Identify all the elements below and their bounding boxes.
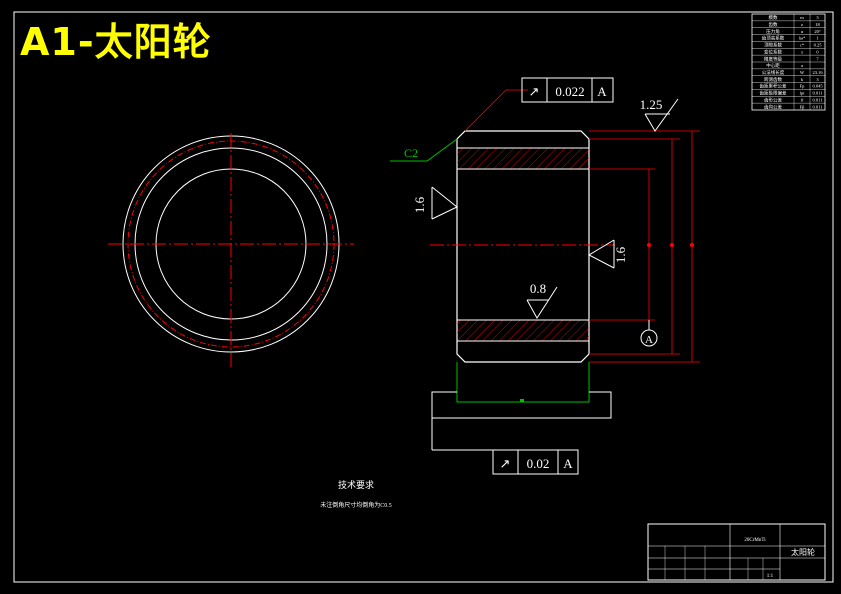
fixture-outline xyxy=(431,391,612,419)
runout-symbol-bottom: ↗ xyxy=(500,456,511,471)
param-cell: ha* xyxy=(799,36,806,41)
param-cell: fpt xyxy=(800,91,806,96)
notes-body: 未注倒角尺寸均倒角为C0.5 xyxy=(320,501,392,509)
param-cell: 0.011 xyxy=(813,91,823,96)
param-cell: a xyxy=(801,63,803,68)
drawing-title: A1-太阳轮 xyxy=(20,20,212,64)
title-block: 20CrMnTi 1:1 太阳轮 xyxy=(647,523,826,581)
param-cell: 1 xyxy=(816,36,818,41)
param-cell: 0.011 xyxy=(813,97,823,102)
datum-marker: A xyxy=(640,320,658,347)
param-cell: Fp xyxy=(800,84,806,89)
section-view xyxy=(430,130,615,451)
chamfer-label: C2 xyxy=(404,146,418,160)
dimension-lines xyxy=(589,130,700,363)
scale-label: 1:1 xyxy=(767,574,774,579)
runout-bottom-datum: A xyxy=(563,456,573,471)
parameter-table: 模数 m 3 齿数 z 18 压力角 α 20° 齿顶高系数 ha* 1 顶隙系数 c* 0.25 变位系数 x… xyxy=(751,13,826,111)
param-cell: 压力角 xyxy=(766,28,780,35)
param-cell: 齿顶高系数 xyxy=(762,35,785,42)
param-cell: 齿数 xyxy=(769,21,778,28)
param-cell: 顶隙系数 xyxy=(764,42,782,49)
param-cell: 齿向公差 xyxy=(764,103,782,110)
roughness-left-value: 1.6 xyxy=(412,196,427,213)
param-cell: z xyxy=(801,22,803,27)
param-cell: 模数 xyxy=(769,14,778,21)
param-cell: 0.25 xyxy=(814,43,823,48)
param-cell: c* xyxy=(800,43,805,48)
param-cell: 中心距 xyxy=(766,62,780,69)
param-cell: α xyxy=(801,29,804,34)
roughness-right: 1.6 xyxy=(587,239,628,269)
part-name: 太阳轮 xyxy=(791,547,815,557)
bottom-hatch xyxy=(457,320,589,341)
param-cell: 跨测齿数 xyxy=(764,76,782,83)
param-cell: k xyxy=(801,77,804,82)
roughness-top-value: 1.25 xyxy=(640,97,663,112)
roughness-right-value: 1.6 xyxy=(613,246,628,263)
param-cell: ff xyxy=(801,97,804,102)
notes-heading: 技术要求 xyxy=(338,479,374,490)
runout-bottom-value: 0.02 xyxy=(527,456,550,471)
runout-top-value: 0.022 xyxy=(555,84,584,99)
param-cell: 精度等级 xyxy=(764,55,782,62)
param-cell: 0.011 xyxy=(813,104,823,109)
roughness-bore-value: 0.8 xyxy=(530,281,546,296)
param-cell: 18 xyxy=(815,22,820,27)
mandrel-inner xyxy=(456,362,590,403)
top-hatch xyxy=(457,148,589,169)
drawing-frame xyxy=(13,11,834,583)
param-cell: 23.16 xyxy=(812,70,823,75)
gear-outline xyxy=(456,130,590,363)
param-cell: 齿距极限偏差 xyxy=(760,90,787,97)
param-cell: m xyxy=(800,15,804,20)
runout-frame-bottom: ↗ 0.02 A xyxy=(492,449,579,475)
param-cell: 7 xyxy=(816,56,819,61)
param-cell: 变位系数 xyxy=(764,48,782,55)
material-label: 20CrMnTi xyxy=(744,538,766,543)
param-cell: Fβ xyxy=(800,104,806,109)
param-cell: 0 xyxy=(816,49,819,54)
param-cell: x xyxy=(801,49,804,54)
param-cell: 3 xyxy=(816,15,819,20)
param-cell: 齿距累积公差 xyxy=(760,83,787,90)
param-cell: 3 xyxy=(816,77,819,82)
param-cell: 齿形公差 xyxy=(764,96,782,103)
roughness-left: 1.6 xyxy=(412,186,458,220)
param-cell: 公法线长度 xyxy=(762,69,785,76)
runout-frame-top: ↗ 0.022 A xyxy=(464,77,614,132)
param-cell: 0.045 xyxy=(812,84,823,89)
datum-label: A xyxy=(645,334,653,346)
roughness-top: 1.25 xyxy=(640,97,679,132)
runout-top-datum: A xyxy=(597,84,607,99)
runout-symbol-top: ↗ xyxy=(529,84,540,99)
param-cell: 20° xyxy=(814,29,821,34)
end-view xyxy=(108,133,354,367)
chamfer-callout: C2 xyxy=(390,138,458,162)
param-cell: W xyxy=(800,70,805,75)
roughness-bore: 0.8 xyxy=(526,281,558,319)
